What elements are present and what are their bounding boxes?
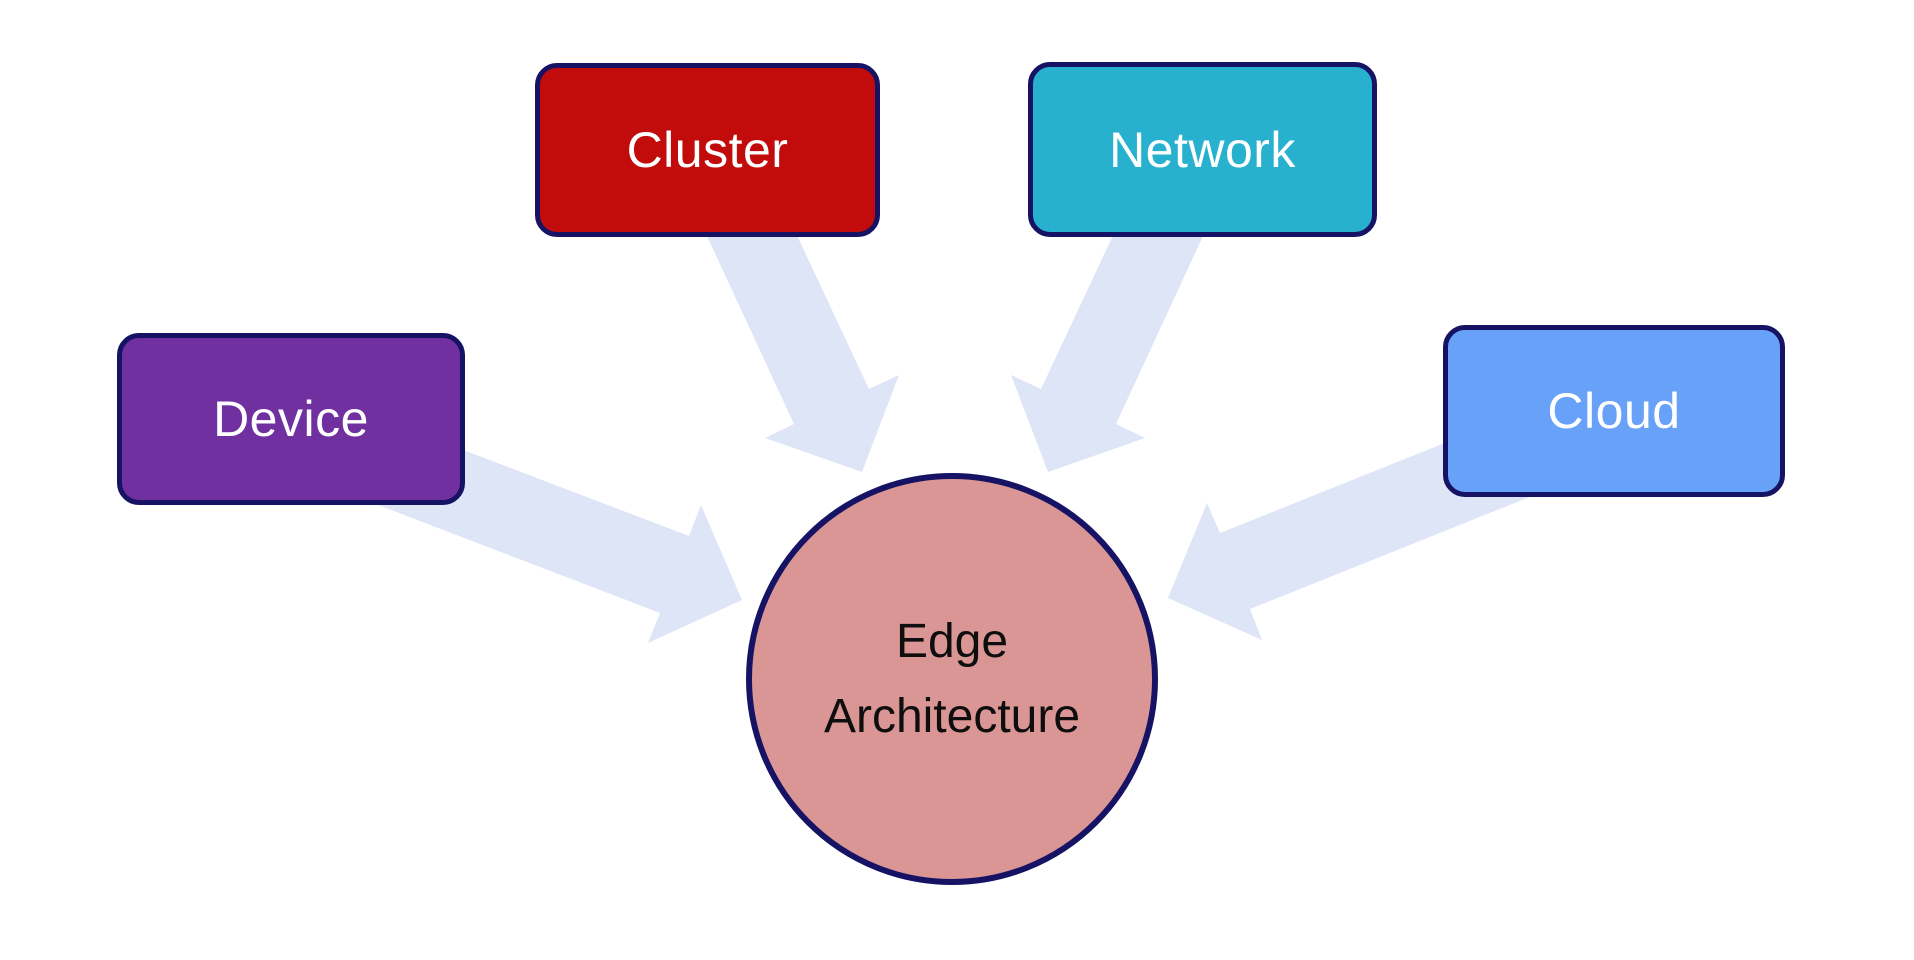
node-network: Network	[1028, 62, 1377, 237]
node-cloud: Cloud	[1443, 325, 1785, 497]
node-device-label: Device	[213, 391, 369, 447]
node-cloud-label: Cloud	[1547, 383, 1681, 439]
node-device: Device	[117, 333, 465, 505]
node-cluster-label: Cluster	[626, 122, 789, 178]
hub-label-line1: Edge	[895, 615, 1009, 668]
node-cluster: Cluster	[535, 63, 880, 237]
hub-edge-architecture: Edge Architecture	[746, 473, 1158, 885]
hub-label-line2: Architecture	[823, 690, 1081, 743]
node-network-label: Network	[1109, 121, 1296, 178]
